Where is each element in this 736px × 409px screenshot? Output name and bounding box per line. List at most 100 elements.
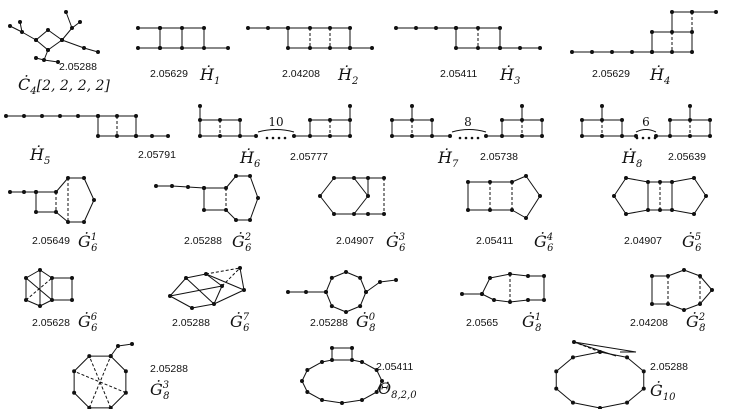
threshold-value: 2.05288 [650, 361, 688, 373]
graph-label: Ḣ1 [199, 64, 220, 87]
graph-edge [613, 177, 627, 197]
graph-subscript: 8 [636, 159, 642, 170]
graph-argument: [2, 2, 2, 2] [37, 78, 111, 94]
graph-superscript: 1 [91, 232, 97, 243]
graph-edge [225, 175, 237, 189]
graph-edge [65, 11, 73, 29]
graph-vertex [96, 134, 100, 138]
graph-vertex [308, 26, 312, 30]
graph-edge [61, 27, 73, 41]
graph-vertex [598, 406, 602, 409]
graph-edge [39, 269, 53, 279]
graph-edge [331, 271, 347, 279]
graph-vertex [168, 294, 172, 298]
dashed-edge [88, 355, 112, 409]
graph-vertex [570, 355, 575, 360]
path-length-label: 8 [464, 115, 472, 129]
graph-label: Ḣ6 [239, 147, 261, 170]
graph-edge [345, 305, 361, 313]
graph-vertex [498, 46, 502, 50]
graph-edge [481, 277, 491, 295]
graph-vertex [690, 10, 694, 14]
path-length-label: 10 [268, 115, 283, 129]
graph-edge [345, 271, 361, 279]
graph-vertex [382, 176, 386, 180]
dashed-edge [221, 267, 241, 287]
graph-vertex [180, 46, 184, 50]
graph-vertex [366, 194, 370, 198]
graph-vertex [329, 304, 334, 309]
ellipsis-dot [653, 136, 657, 140]
path-length-label: 6 [642, 115, 650, 129]
graph-edge [35, 29, 49, 41]
graph-vertex [612, 194, 616, 198]
graph-vertex [590, 50, 594, 54]
threshold-value: 2.04208 [282, 68, 320, 80]
graph-vertex [410, 134, 414, 138]
graph-vertex [658, 180, 662, 184]
graph-vertex [688, 134, 692, 138]
graph-vertex [87, 405, 92, 409]
graph-vertex [625, 355, 630, 360]
graph-vertex [34, 56, 38, 60]
graph-vertex [238, 266, 242, 270]
graph-vertex [332, 212, 336, 216]
graph-vertex [670, 30, 674, 34]
graph-vertex [184, 276, 188, 280]
graph-edge [301, 369, 308, 382]
threshold-value: 2.05791 [138, 149, 176, 161]
graph-vertex [292, 134, 296, 138]
graph-vertex [466, 180, 470, 184]
graph-vertex [538, 194, 542, 198]
graph-vertex [78, 20, 82, 24]
graph-vertex [352, 176, 356, 180]
graph-superscript: 2 [698, 312, 705, 323]
graph-vertex [646, 180, 650, 184]
graph-vertex [22, 114, 26, 118]
graph-vertex [692, 176, 696, 180]
graph-edge [331, 305, 347, 313]
graph-vertex [332, 176, 336, 180]
graph-subscript: 8 [369, 323, 375, 334]
graph-subscript: 1 [214, 76, 220, 87]
graph-edge [626, 388, 645, 404]
graph-edge [73, 392, 90, 409]
graph-edge [671, 209, 695, 215]
graph-vertex [82, 46, 86, 50]
graph-vertex [714, 10, 718, 14]
graph-edge [376, 380, 383, 393]
graph-edge [117, 343, 133, 347]
graph-vertex [620, 118, 624, 122]
ellipsis-dot [271, 136, 275, 140]
graph-superscript: 1 [535, 312, 541, 323]
graph-letter: Ḣ [621, 147, 637, 167]
graph-superscript: 4 [546, 232, 553, 243]
graph-edge [693, 195, 707, 215]
graph-vertex [394, 278, 398, 282]
graph-edge [365, 281, 381, 293]
brace [257, 129, 295, 133]
graph-edge [573, 341, 637, 353]
graph-vertex [198, 118, 202, 122]
graph-vertex [238, 118, 242, 122]
graph-letter: Ḣ [337, 64, 353, 84]
graph-vertex [54, 190, 58, 194]
graph-vertex [488, 208, 492, 212]
graph-vertex [38, 268, 42, 272]
graph-vertex [410, 104, 414, 108]
graph-vertex [366, 212, 370, 216]
graph-vertex [374, 390, 379, 394]
graph-vertex [454, 46, 458, 50]
graph-edge [699, 289, 713, 305]
graph-vertices [4, 10, 718, 409]
graph-vertex [66, 176, 70, 180]
graph-letter: Ġ [230, 311, 243, 331]
graph-vertex [430, 134, 434, 138]
graph-vertex [390, 118, 394, 122]
graph-edge [321, 399, 343, 404]
graph-vertex [668, 134, 672, 138]
graph-vertex [624, 212, 628, 216]
graph-vertex [540, 118, 544, 122]
graph-vertex [698, 302, 702, 306]
